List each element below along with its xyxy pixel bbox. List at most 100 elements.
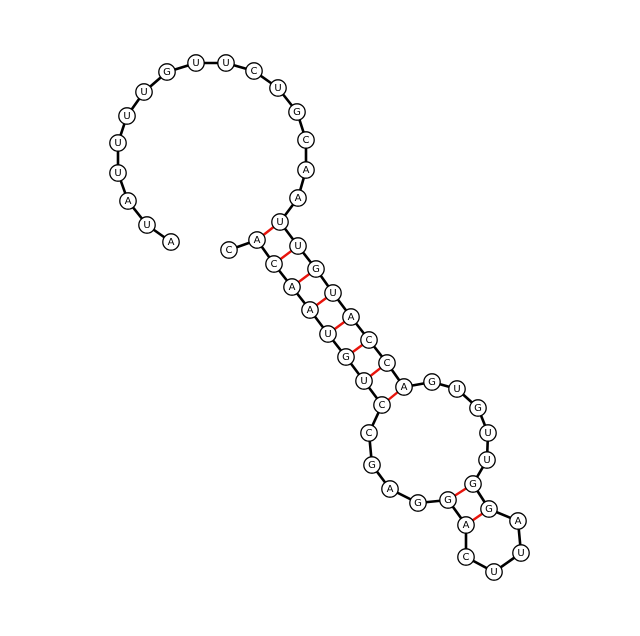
nucleotide-circle <box>217 54 235 72</box>
nucleotide: U <box>187 54 205 72</box>
nucleotide-label: U <box>484 428 491 439</box>
nucleotide: G <box>480 500 498 518</box>
nucleotide-circle <box>378 354 396 372</box>
nucleotide-circle <box>118 107 136 125</box>
nucleotide-circle <box>342 308 360 326</box>
nucleotide-circle <box>265 255 283 273</box>
nucleotide: G <box>469 399 487 417</box>
nucleotide-label: U <box>276 217 283 228</box>
nucleotide-label: A <box>515 516 522 527</box>
nucleotide-circle <box>288 103 306 121</box>
nucleotide-circle <box>479 424 497 442</box>
nucleotide: A <box>509 512 527 530</box>
nucleotide-label: G <box>368 460 376 471</box>
nucleotide: G <box>409 494 427 512</box>
nucleotide: C <box>297 131 315 149</box>
nucleotide: A <box>119 192 137 210</box>
nucleotide: A <box>162 233 180 251</box>
nucleotide-circle <box>423 373 441 391</box>
nucleotide-circle <box>480 500 498 518</box>
nucleotide-circle <box>439 491 457 509</box>
nucleotide-label: A <box>401 382 408 393</box>
nucleotide: G <box>158 63 176 81</box>
nucleotide-label: A <box>387 484 394 495</box>
nucleotide-circle <box>360 424 378 442</box>
nucleotide-circle <box>324 284 342 302</box>
nucleotide-circle <box>485 563 503 581</box>
nucleotide: G <box>288 103 306 121</box>
nucleotide: U <box>269 79 287 97</box>
nucleotide-circle <box>457 548 475 566</box>
nucleotide: G <box>363 456 381 474</box>
nucleotide: U <box>118 107 136 125</box>
nucleotide-circle <box>307 260 325 278</box>
nucleotide-circle <box>464 475 482 493</box>
nucleotide-label: C <box>463 552 470 563</box>
base-pair-layer <box>256 221 490 526</box>
nucleotide-label: C <box>251 66 258 77</box>
nucleotide-circle <box>297 161 315 179</box>
nucleotide: A <box>381 480 399 498</box>
nucleotide-label: U <box>490 567 497 578</box>
nucleotide-label: A <box>348 312 355 323</box>
nucleotide: A <box>289 189 307 207</box>
nucleotide-label: C <box>226 245 233 256</box>
nucleotide-circle <box>248 231 266 249</box>
nucleotide-label: C <box>366 428 373 439</box>
nucleotide: U <box>355 372 373 390</box>
nucleotide-circle <box>360 331 378 349</box>
nucleotide-label: U <box>123 111 130 122</box>
nucleotide: U <box>485 563 503 581</box>
nucleotide-label: C <box>384 358 391 369</box>
nucleotide: G <box>307 260 325 278</box>
nucleotide-circle <box>297 131 315 149</box>
nucleotide-label: U <box>222 58 229 69</box>
nucleotide-label: U <box>114 138 121 149</box>
nucleotide-circle <box>220 241 238 259</box>
nucleotide-label: A <box>254 235 261 246</box>
nucleotide: C <box>378 354 396 372</box>
nucleotide: U <box>109 164 127 182</box>
nucleotide-circle <box>373 396 391 414</box>
nucleotide-label: G <box>414 498 422 509</box>
nucleotide-label: U <box>114 168 121 179</box>
nucleotide-label: C <box>379 400 386 411</box>
nucleotide-label: G <box>312 264 320 275</box>
nucleotide-circle <box>245 62 263 80</box>
nucleotide: U <box>138 216 156 234</box>
nucleotide-circle <box>512 544 530 562</box>
nucleotide-circle <box>469 399 487 417</box>
nucleotide: C <box>265 255 283 273</box>
nucleotide-label: G <box>428 377 436 388</box>
nucleotide-circle <box>289 189 307 207</box>
nucleotide-label: U <box>483 455 490 466</box>
nucleotide-circle <box>409 494 427 512</box>
nucleotide-circle <box>109 164 127 182</box>
nucleotide: C <box>373 396 391 414</box>
nucleotide-circle <box>187 54 205 72</box>
nucleotide-circle <box>269 79 287 97</box>
nucleotide-circle <box>301 301 319 319</box>
nucleotide-circle <box>478 451 496 469</box>
nucleotide-label: U <box>360 376 367 387</box>
nucleotide: G <box>423 373 441 391</box>
nucleotide-circle <box>319 325 337 343</box>
nucleotide: U <box>109 134 127 152</box>
nucleotide: U <box>479 424 497 442</box>
nucleotide: G <box>439 491 457 509</box>
nucleotide-label: U <box>192 58 199 69</box>
nucleotide: U <box>271 213 289 231</box>
nucleotide-circle <box>457 516 475 534</box>
nucleotide: A <box>297 161 315 179</box>
nucleotide: A <box>342 308 360 326</box>
nucleotide-circle <box>162 233 180 251</box>
nucleotide-label: A <box>289 282 296 293</box>
nucleotide-label: A <box>303 165 310 176</box>
nucleotide: C <box>457 548 475 566</box>
nucleotide-label: G <box>342 352 350 363</box>
nucleotide-label: A <box>295 193 302 204</box>
nucleotide: C <box>360 424 378 442</box>
nucleotide: A <box>301 301 319 319</box>
